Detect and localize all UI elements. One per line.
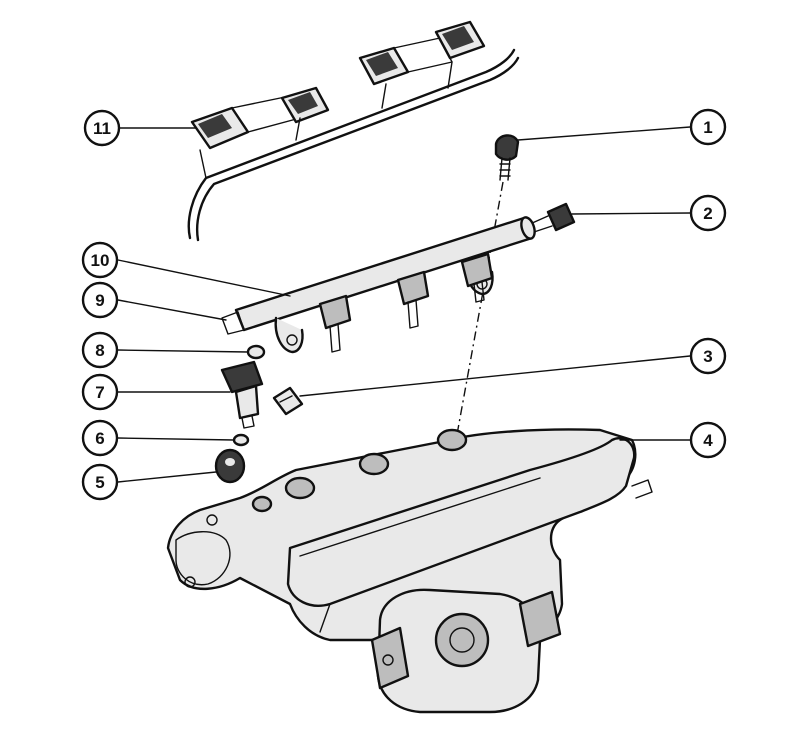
callout-2: 2 <box>689 194 727 232</box>
callout-4-label: 4 <box>703 431 713 450</box>
leader-6 <box>117 437 235 441</box>
harness-plug-1 <box>190 95 301 150</box>
callout-10-label: 10 <box>91 251 110 270</box>
fuel-rail <box>221 216 536 354</box>
callout-1-label: 1 <box>703 118 712 137</box>
callout-2-label: 2 <box>703 204 712 223</box>
callout-6-label: 6 <box>95 429 104 448</box>
leader-lines <box>117 126 691 483</box>
o-ring-lower <box>232 433 250 447</box>
leader-10 <box>117 259 291 297</box>
rail-injector-3 <box>460 252 494 303</box>
callout-7: 7 <box>81 373 119 411</box>
callout-10: 10 <box>81 241 119 279</box>
harness-plug-3 <box>358 37 453 109</box>
mounting-bolt <box>494 134 520 181</box>
callout-3: 3 <box>689 337 727 375</box>
callout-9: 9 <box>81 281 119 319</box>
callout-8-label: 8 <box>95 341 104 360</box>
rail-injectors <box>318 252 494 353</box>
leader-9 <box>117 299 227 321</box>
callout-8: 8 <box>81 331 119 369</box>
callout-11: 11 <box>83 109 121 147</box>
manifold-runner-ports <box>251 428 468 513</box>
fuel-injector <box>220 360 264 429</box>
callout-5: 5 <box>81 463 119 501</box>
callout-6: 6 <box>81 419 119 457</box>
throttle-body <box>370 588 562 714</box>
callout-11-label: 11 <box>93 119 111 138</box>
rail-injector-2 <box>396 270 430 329</box>
o-ring-upper <box>246 344 266 360</box>
pressure-regulator-cap <box>529 202 576 233</box>
leader-3 <box>299 355 691 397</box>
callout-7-label: 7 <box>95 383 104 402</box>
injector-insulator <box>214 448 246 484</box>
callout-3-label: 3 <box>703 347 712 366</box>
retaining-clip <box>272 386 304 416</box>
harness-plug-2 <box>280 86 330 141</box>
harness-plug-4 <box>434 20 486 89</box>
wiring-harness <box>187 20 520 242</box>
leader-5 <box>117 471 217 483</box>
callout-1: 1 <box>689 108 727 146</box>
bolt-alignment-line <box>455 181 504 441</box>
callout-4: 4 <box>689 421 727 459</box>
callout-9-label: 9 <box>95 291 104 310</box>
leader-8 <box>117 349 249 353</box>
leader-1 <box>517 126 691 141</box>
intake-manifold <box>166 428 653 642</box>
leader-2 <box>571 212 691 215</box>
rail-injector-1 <box>318 294 352 353</box>
callout-5-label: 5 <box>95 473 104 492</box>
